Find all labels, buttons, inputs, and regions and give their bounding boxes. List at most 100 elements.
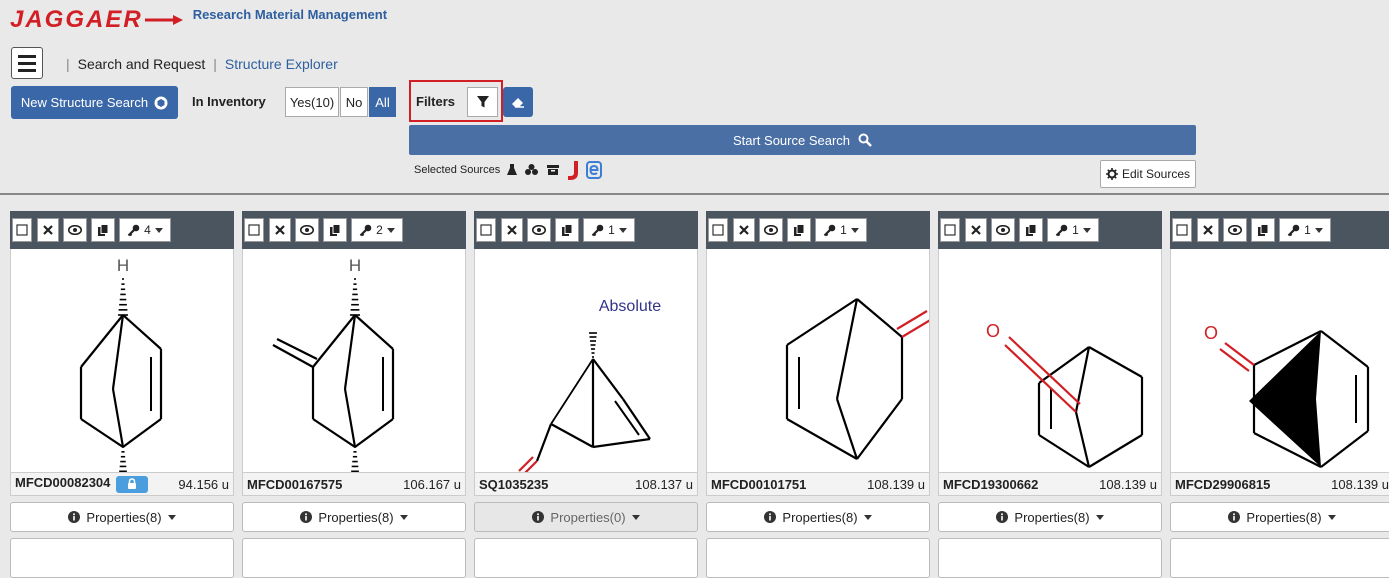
compound-id[interactable]: MFCD00082304	[15, 475, 111, 491]
compound-id[interactable]: MFCD29906815	[1175, 476, 1271, 492]
eye-icon	[68, 225, 82, 235]
view-button[interactable]	[527, 218, 551, 242]
info-icon	[1228, 511, 1241, 523]
copy-button[interactable]	[1019, 218, 1043, 242]
structure-drawing: HH	[79, 256, 163, 472]
start-search-label: Start Source Search	[732, 132, 851, 148]
compound-id[interactable]: MFCD19300662	[943, 476, 1039, 492]
structure-drawing: O	[986, 321, 1144, 468]
key-count: 2	[376, 223, 383, 237]
chevron-down-icon	[631, 514, 640, 520]
properties-dropdown[interactable]: Properties(8)	[10, 502, 234, 532]
emolecules-source-icon	[586, 161, 603, 179]
view-button[interactable]	[991, 218, 1015, 242]
molecular-mass: 108.137 u	[635, 476, 693, 492]
view-button[interactable]	[759, 218, 783, 242]
edit-sources-button[interactable]: Edit Sources	[1100, 160, 1196, 188]
key-count: 1	[1304, 223, 1311, 237]
key-dropdown-button[interactable]: 1	[1279, 218, 1331, 242]
inventory-no-option[interactable]: No	[340, 87, 368, 117]
select-checkbox[interactable]	[476, 218, 496, 242]
copy-button[interactable]	[787, 218, 811, 242]
molecular-mass: 94.156 u	[178, 476, 229, 492]
select-checkbox[interactable]	[708, 218, 728, 242]
card-toolbar: 1	[474, 211, 698, 249]
select-checkbox[interactable]	[940, 218, 960, 242]
breadcrumb: | Search and Request | Structure Explore…	[66, 56, 338, 72]
divider	[0, 193, 1389, 195]
remove-button[interactable]	[733, 218, 755, 242]
structure-image[interactable]: O	[706, 249, 930, 472]
close-icon	[507, 225, 517, 235]
lock-badge[interactable]	[116, 475, 149, 493]
clear-filters-button[interactable]	[503, 87, 533, 117]
compound-info: MFCD19300662 108.139 u	[938, 472, 1162, 496]
key-dropdown-button[interactable]: 1	[815, 218, 867, 242]
key-dropdown-button[interactable]: 1	[583, 218, 635, 242]
info-icon	[300, 511, 313, 523]
select-checkbox[interactable]	[244, 218, 264, 242]
properties-dropdown[interactable]: Properties(8)	[938, 502, 1162, 532]
properties-dropdown[interactable]: Properties(8)	[1170, 502, 1389, 532]
compound-id[interactable]: MFCD00101751	[711, 476, 807, 492]
stereo-annotation: Absolute	[599, 298, 661, 315]
view-button[interactable]	[63, 218, 87, 242]
key-dropdown-button[interactable]: 2	[351, 218, 403, 242]
structure-image[interactable]: O	[938, 249, 1162, 472]
select-checkbox[interactable]	[12, 218, 32, 242]
molecular-mass: 108.139 u	[1331, 476, 1389, 492]
structure-image[interactable]: HH	[242, 249, 466, 472]
copy-button[interactable]	[323, 218, 347, 242]
select-checkbox[interactable]	[1172, 218, 1192, 242]
filters-label: Filters	[416, 94, 456, 109]
properties-dropdown[interactable]: Properties(8)	[242, 502, 466, 532]
view-button[interactable]	[1223, 218, 1247, 242]
properties-dropdown[interactable]: Properties(8)	[706, 502, 930, 532]
atom-label: H	[349, 256, 361, 275]
card-toolbar: 2	[242, 211, 466, 249]
properties-label: Properties(8)	[1246, 509, 1322, 525]
structure-image[interactable]: O	[1170, 249, 1389, 472]
view-button[interactable]	[295, 218, 319, 242]
inventory-yes-option[interactable]: Yes(10)	[285, 87, 339, 117]
hamburger-menu-button[interactable]	[11, 47, 43, 79]
remove-button[interactable]	[501, 218, 523, 242]
remove-button[interactable]	[965, 218, 987, 242]
copy-button[interactable]	[1251, 218, 1275, 242]
selected-sources-label: Selected Sources	[414, 164, 501, 176]
properties-label: Properties(8)	[1014, 509, 1090, 525]
close-icon	[275, 225, 285, 235]
remove-button[interactable]	[1197, 218, 1219, 242]
properties-panel	[706, 538, 930, 578]
chevron-down-icon	[386, 227, 395, 233]
breadcrumb-structure-explorer[interactable]: Structure Explorer	[224, 56, 338, 72]
structure-image[interactable]: AbsoluteO	[474, 249, 698, 472]
remove-button[interactable]	[269, 218, 291, 242]
chevron-down-icon	[399, 514, 408, 520]
chevron-down-icon	[1314, 227, 1323, 233]
key-dropdown-button[interactable]: 4	[119, 218, 171, 242]
checkbox-icon	[248, 224, 260, 236]
new-structure-search-button[interactable]: New Structure Search	[11, 86, 178, 119]
copy-button[interactable]	[555, 218, 579, 242]
checkbox-icon	[712, 224, 724, 236]
remove-button[interactable]	[37, 218, 59, 242]
start-source-search-button[interactable]: Start Source Search	[409, 125, 1196, 155]
properties-dropdown[interactable]: Properties(0)	[474, 502, 698, 532]
compound-id[interactable]: MFCD00167575	[247, 476, 343, 492]
jaggaer-source-icon	[568, 161, 579, 180]
key-dropdown-button[interactable]: 1	[1047, 218, 1099, 242]
compound-id[interactable]: SQ1035235	[479, 476, 549, 492]
inventory-all-option[interactable]: All	[369, 87, 396, 117]
breadcrumb-search-and-request[interactable]: Search and Request	[77, 56, 206, 72]
properties-panel	[938, 538, 1162, 578]
filter-button[interactable]	[467, 87, 498, 117]
key-icon	[127, 224, 140, 236]
result-card: 2 HH MFCD00167575 106.167 u Properties(8…	[242, 211, 466, 578]
copy-button[interactable]	[91, 218, 115, 242]
structure-image[interactable]: HH	[10, 249, 234, 472]
breadcrumb-separator: |	[66, 56, 70, 72]
chevron-down-icon	[167, 514, 176, 520]
properties-panel	[10, 538, 234, 578]
compound-info: MFCD00082304 94.156 u	[10, 472, 234, 496]
